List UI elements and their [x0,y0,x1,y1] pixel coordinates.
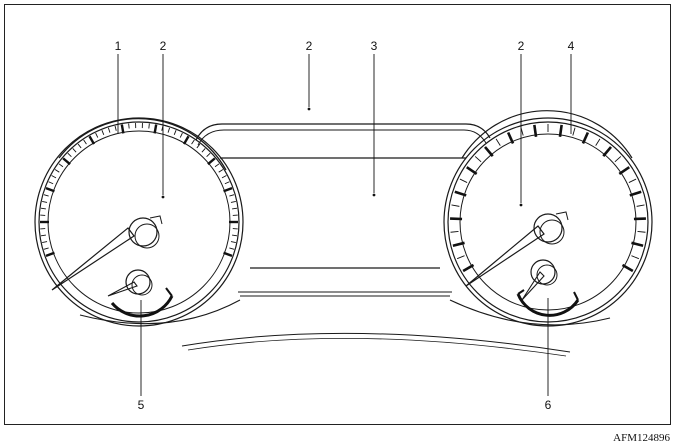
gauge-tick [533,124,538,138]
gauge-tick [148,123,150,129]
gauge-tick [628,178,637,183]
gauge-tick [229,194,235,197]
gauge-tick [232,234,238,237]
callout-2-left-gauge: 2 [160,39,167,53]
gauge-tick [167,127,171,133]
gauge-tick [83,139,87,145]
gauge-tick [506,131,515,144]
callout-2-right-gauge: 2 [518,39,525,53]
gauge-tick [452,241,465,247]
gauge-tick [58,163,64,168]
gauge-tick [631,241,644,247]
callout-4: 4 [568,39,575,53]
gauge-tick [196,143,201,149]
gauge-tick [454,190,467,197]
gauge-tick [45,187,55,193]
gauge-tick [218,169,224,173]
gauge-tick [558,124,563,138]
gauge-tick [223,187,233,193]
left-gauge [34,117,244,327]
gauge-tick [230,241,236,244]
gauge-tick [43,247,49,250]
gauge-tick [631,255,640,260]
gauge-tick [221,175,227,179]
center-display-housing [195,123,491,297]
gauge-tick [602,146,612,157]
gauge-tick [95,132,99,138]
callout-3: 3 [371,39,378,53]
gauge-tick [207,157,216,166]
gauge-tick [484,146,494,157]
gauge-tick [72,148,77,153]
gauge-tick [40,234,46,237]
gauge-tick [45,251,55,257]
callout-6: 6 [545,398,552,412]
callout-5: 5 [138,398,145,412]
gauge-tick [466,166,478,175]
gauge-tick [206,152,211,158]
gauge-tick [230,200,236,203]
right-sub-gauge [516,259,580,317]
right-needle [465,211,569,287]
gauge-tick [232,207,238,210]
gauge-tick [114,125,117,131]
gauge-tick [40,207,46,210]
gauge-tick [629,190,642,197]
gauge-tick [450,230,459,233]
gauge-tick [223,251,233,257]
gauge-tick [43,194,49,197]
gauge-tick [621,263,634,273]
gauge-tick [614,156,622,163]
gauge-tick [201,148,206,153]
gauge-tick [120,124,125,134]
callout-1: 1 [115,39,122,53]
left-needle [51,215,163,291]
gauge-tick [51,175,57,179]
gauge-tick [495,138,501,146]
gauge-tick [595,138,601,146]
gauge-tick [636,204,645,207]
gauge-tick [54,169,60,173]
gauge-tick [179,132,183,138]
gauge-tick [451,204,460,207]
callout-leaders [117,54,572,396]
gauge-tick [48,181,54,185]
gauge-tick [456,255,465,260]
gauge-tick [191,139,195,145]
gauge-tick [474,156,482,163]
gauge-tick [214,163,220,168]
callout-2-housing: 2 [306,39,313,53]
gauge-tick [173,130,177,136]
gauge-tick [128,123,130,129]
gauge-tick [229,247,235,250]
figure-reference-code: AFM124896 [613,432,670,444]
gauge-tick [77,143,82,149]
right-gauge-ticks [450,124,646,273]
gauge-tick [459,178,468,183]
gauge-tick [462,263,475,273]
diagram-border [4,4,671,425]
gauge-tick [101,130,105,136]
gauge-tick [107,127,111,133]
gauge-tick [618,166,630,175]
right-gauge [443,110,653,327]
gauge-tick [224,181,230,185]
gauge-tick [153,124,158,134]
gauge-tick [42,200,48,203]
callout-dots [161,107,523,207]
gauge-tick [581,131,590,144]
gauge-tick [88,135,96,145]
gauge-tick [62,157,71,166]
left-sub-gauge [107,269,174,318]
gauge-tick [637,230,646,233]
left-gauge-ticks [40,123,238,257]
gauge-tick [42,241,48,244]
gauge-tick [572,127,576,136]
gauge-tick [67,152,72,158]
gauge-tick [182,135,190,145]
